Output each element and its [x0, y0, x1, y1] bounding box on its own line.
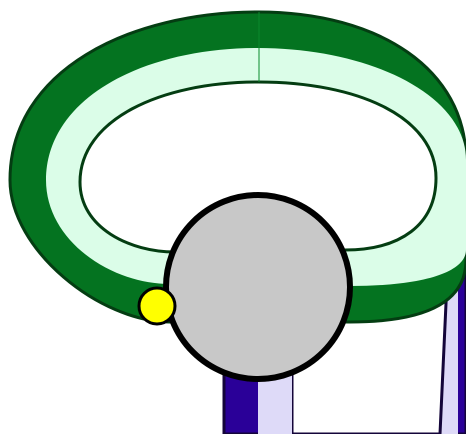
center-hub[interactable]	[166, 195, 350, 379]
yellow-marker[interactable]	[139, 288, 175, 324]
